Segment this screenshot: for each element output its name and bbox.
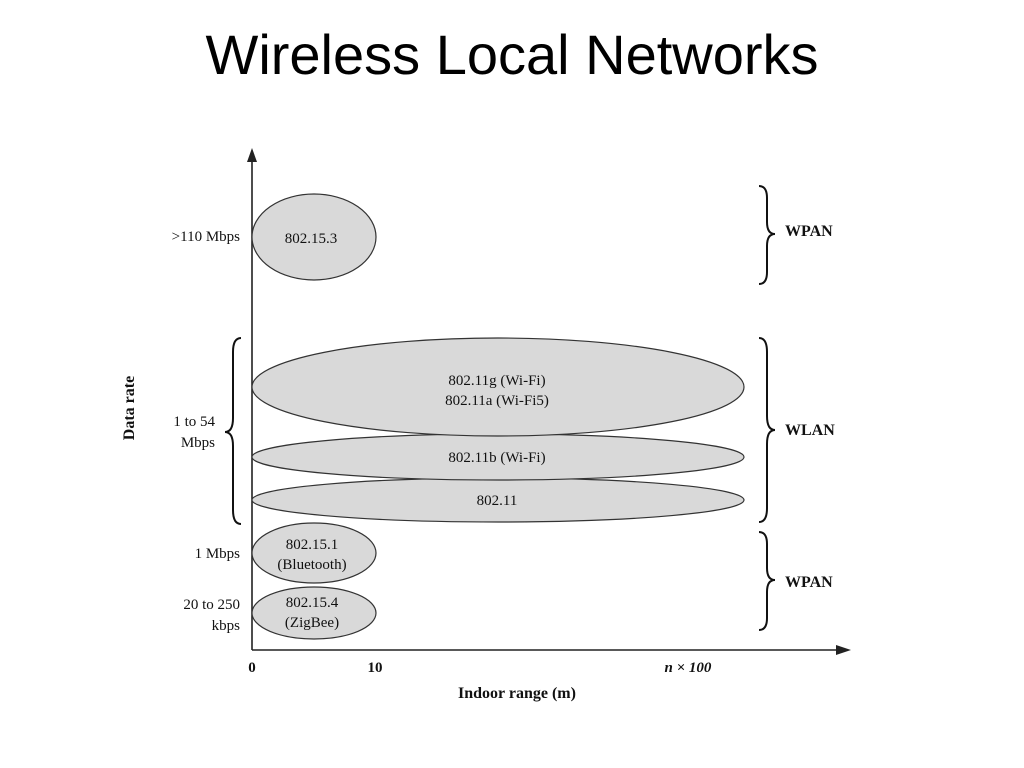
- y-axis-arrow: [247, 148, 257, 162]
- left-brace-wlan: [224, 337, 242, 525]
- label-802-15-1-line1: 802.15.1: [286, 537, 339, 553]
- y-tick-110mbps: >110 Mbps: [172, 229, 240, 245]
- right-brace-wpan-bottom: [758, 531, 776, 631]
- x-axis-label: Indoor range (m): [458, 685, 576, 702]
- x-tick-0: 0: [248, 660, 256, 676]
- ellipse-802-15-3: [251, 193, 377, 281]
- x-axis-arrow: [836, 645, 851, 655]
- ellipse-802-15-4: [251, 586, 377, 640]
- right-brace-wlan: [758, 337, 776, 523]
- category-wlan: WLAN: [785, 422, 835, 439]
- label-802-11a: 802.11a (Wi-Fi5): [445, 393, 549, 409]
- label-802-11g: 802.11g (Wi-Fi): [448, 373, 545, 389]
- label-802-15-4-line1: 802.15.4: [286, 595, 339, 611]
- y-tick-20to250-line2: kbps: [212, 618, 241, 634]
- y-tick-1to54-line2: Mbps: [181, 435, 215, 451]
- category-wpan-top: WPAN: [785, 223, 833, 240]
- y-tick-1to54-line1: 1 to 54: [173, 414, 215, 430]
- ellipse-802-15-1: [251, 522, 377, 584]
- x-tick-10: 10: [368, 660, 383, 676]
- category-wpan-bottom: WPAN: [785, 574, 833, 591]
- label-802-15-3: 802.15.3: [285, 231, 338, 247]
- slide-title: Wireless Local Networks: [205, 23, 819, 86]
- label-802-15-1-line2: (Bluetooth): [277, 557, 346, 573]
- label-802-11b: 802.11b (Wi-Fi): [448, 450, 545, 466]
- right-brace-wpan-top: [758, 185, 776, 285]
- x-tick-n100: n × 100: [665, 660, 712, 676]
- y-tick-1mbps: 1 Mbps: [195, 546, 241, 562]
- ellipse-802-11g-a: [251, 337, 745, 437]
- label-802-15-4-line2: (ZigBee): [285, 615, 339, 631]
- label-802-11: 802.11: [477, 493, 518, 509]
- y-axis-label: Data rate: [121, 376, 138, 440]
- y-tick-20to250-line1: 20 to 250: [183, 597, 240, 613]
